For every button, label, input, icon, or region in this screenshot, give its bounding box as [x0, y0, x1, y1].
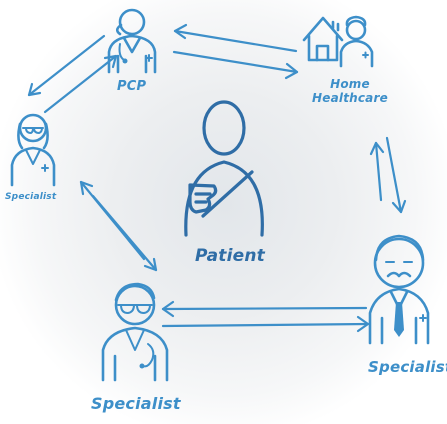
specialist-right-icon	[368, 234, 430, 345]
specialist-left-icon	[10, 113, 56, 187]
home-healthcare-label: Home Healthcare	[312, 77, 388, 105]
specialist-bottom-icon	[101, 282, 169, 382]
arrow-specialist-left-to-pcp	[43, 54, 118, 114]
patient-label: Patient	[195, 246, 265, 266]
patient-icon	[184, 100, 264, 237]
home-healthcare-label-line1: Home	[330, 77, 370, 91]
arrow-pcp-to-home	[173, 23, 298, 53]
arrow-specialist-right-to-specialist-bottom	[161, 315, 370, 333]
arrow-home-to-specialist-right	[369, 141, 385, 202]
arrow-home-to-pcp	[172, 50, 299, 80]
arrow-specialist-bottom-to-specialist-right	[161, 300, 368, 318]
specialist-bottom-label: Specialist	[91, 394, 181, 413]
arrow-pcp-to-specialist-left	[27, 34, 106, 97]
home-healthcare-icon	[302, 15, 374, 68]
pcp-label: PCP	[117, 79, 147, 94]
pcp-doctor-icon	[107, 8, 157, 74]
specialist-left-label: Specialist	[5, 192, 57, 202]
arrow-specialist-bottom-to-specialist-left	[91, 194, 158, 272]
arrow-specialist-right-to-home	[385, 136, 407, 214]
specialist-right-label: Specialist	[368, 358, 447, 376]
home-healthcare-label-line2: Healthcare	[312, 91, 388, 105]
